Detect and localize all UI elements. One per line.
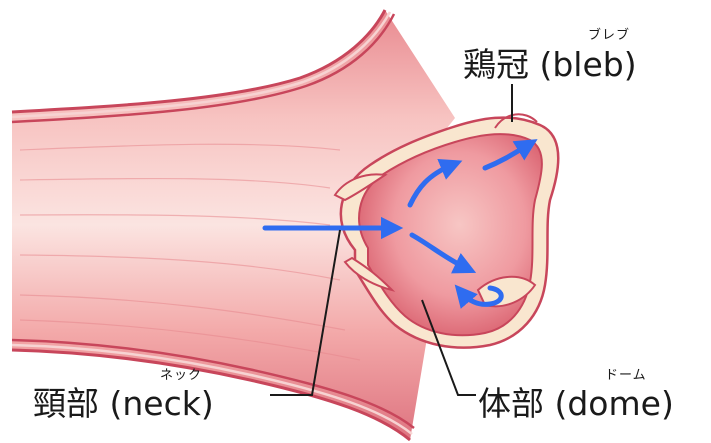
neck-label: 頸部 (neck): [33, 377, 214, 425]
dome-label: 体部 (dome): [478, 377, 674, 425]
bleb-label: 鶏冠 (bleb): [463, 38, 637, 86]
